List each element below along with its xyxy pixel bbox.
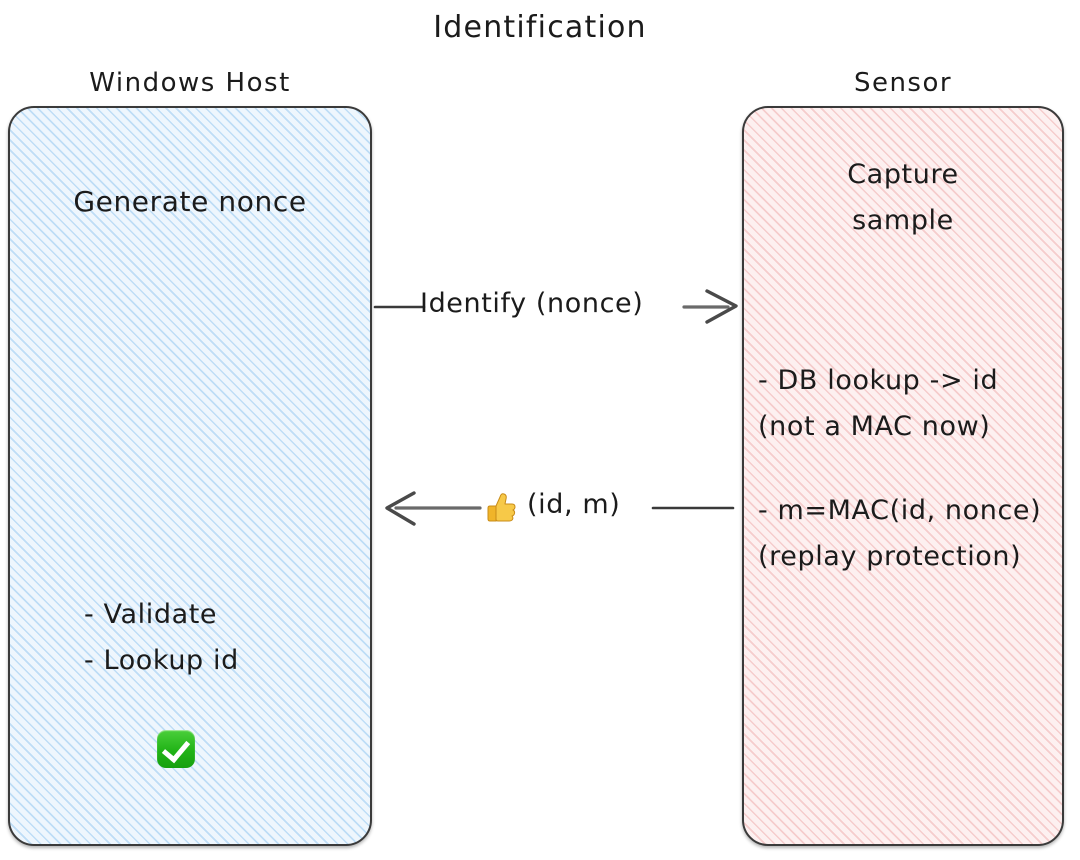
note-db-lookup: - DB lookup -> id (not a MAC now) [758, 365, 999, 442]
message-label-id-m: (id, m) [527, 489, 621, 520]
thumbs-up-icon [487, 493, 516, 522]
white-check-mark-icon [157, 730, 195, 768]
page-title: Identification [433, 10, 647, 45]
lane-box-windows-host [8, 106, 372, 846]
lane-box-sensor [742, 106, 1064, 846]
lane-title-windows-host: Windows Host [89, 68, 291, 98]
message-label-identify-nonce: Identify (nonce) [420, 288, 644, 319]
lane-title-sensor: Sensor [853, 68, 953, 98]
note-capture-sample: Capture sample [847, 159, 959, 236]
note-mac: - m=MAC(id, nonce) (replay protection) [758, 495, 1042, 572]
note-validate-lookup: - Validate - Lookup id [84, 599, 239, 676]
note-generate-nonce: Generate nonce [73, 185, 307, 218]
